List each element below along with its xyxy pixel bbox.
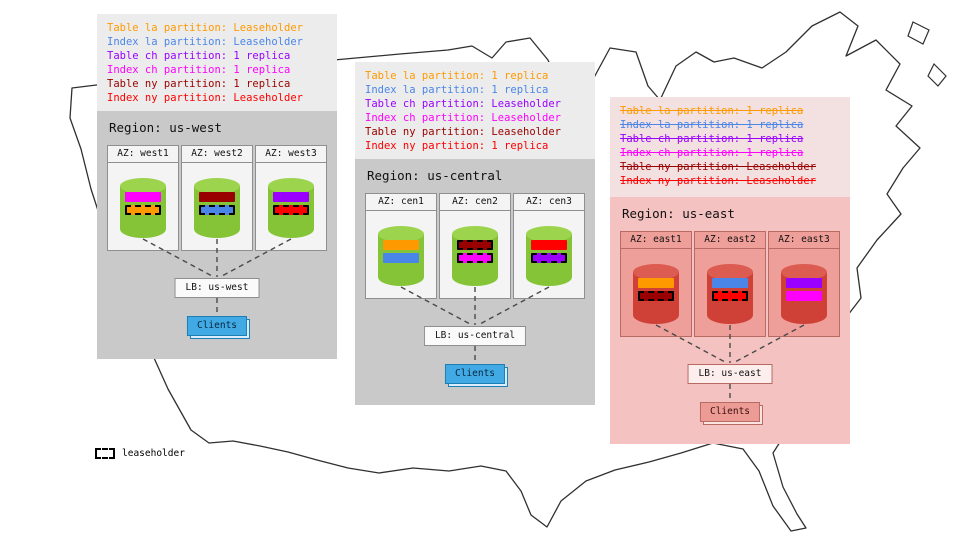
connector-dashed-lines [400,286,550,364]
az-label: AZ: west3 [256,146,326,163]
az-label: AZ: west2 [182,146,252,163]
region-box-us-east: Region: us-east AZ: east1 AZ: east2 AZ: … [610,197,850,444]
az-label: AZ: west1 [108,146,178,163]
partition-replica-bar [457,239,493,250]
partition-replica-bar [273,191,309,202]
database-cylinder-icon [707,263,753,324]
annotation-line: Index ch partition: Leaseholder [365,112,561,124]
az-box: AZ: cen3 [513,193,585,299]
database-cylinder-icon [526,225,572,286]
database-cylinder-icon [194,177,240,238]
partition-replica-bar [383,252,419,263]
database-cylinder-icon [452,225,498,286]
az-box: AZ: cen1 [365,193,437,299]
annotation-line: Index ny partition: 1 replica [365,140,549,152]
load-balancer-box: LB: us-central [423,326,527,346]
az-box: AZ: east1 [620,231,692,337]
annotation-line: Table ny partition: 1 replica [107,78,291,90]
annotation-line: Table ny partition: Leaseholder [620,161,816,173]
az-box: AZ: west1 [107,145,179,251]
az-label: AZ: east3 [769,232,839,249]
region-title: Region: us-west [109,120,222,135]
annotation-line: Index ch partition: 1 replica [107,64,291,76]
az-box: AZ: west2 [181,145,253,251]
partition-replica-bar [273,204,309,215]
az-row: AZ: cen1 AZ: cen2 AZ: cen3 [365,193,585,299]
partition-replica-bar [712,290,748,301]
clients-box: Clients [444,364,506,384]
partition-replica-bar [712,277,748,288]
annotation-line: Index la partition: Leaseholder [107,36,303,48]
partition-replica-bar [638,277,674,288]
partition-replica-bar [457,252,493,263]
clients-box: Clients [186,316,248,336]
partition-replica-bar [531,239,567,250]
partition-replica-bar [638,290,674,301]
database-cylinder-icon [378,225,424,286]
connector-dashed-lines [142,238,292,316]
partition-replica-bar [125,204,161,215]
partition-annotation-us-east: Table la partition: 1 replica Index la p… [610,97,850,197]
az-row: AZ: west1 AZ: west2 AZ: west3 [107,145,327,251]
database-cylinder-icon [120,177,166,238]
database-cylinder-icon [268,177,314,238]
annotation-line: Table ch partition: 1 replica [107,50,291,62]
annotation-line: Table ny partition: Leaseholder [365,126,561,138]
leaseholder-swatch-icon [95,448,115,459]
partition-replica-bar [199,191,235,202]
load-balancer-box: LB: us-east [687,364,773,384]
annotation-line: Table la partition: 1 replica [365,70,549,82]
az-box: AZ: west3 [255,145,327,251]
database-cylinder-icon [781,263,827,324]
annotation-line: Index la partition: 1 replica [620,119,804,131]
database-cylinder-icon [633,263,679,324]
annotation-line: Index la partition: 1 replica [365,84,549,96]
az-box: AZ: east2 [694,231,766,337]
partition-replica-bar [786,277,822,288]
annotation-line: Table ch partition: Leaseholder [365,98,561,110]
partition-annotation-us-central: Table la partition: 1 replica Index la p… [355,62,595,159]
annotation-line: Index ch partition: 1 replica [620,147,804,159]
annotation-line: Table la partition: Leaseholder [107,22,303,34]
partition-annotation-us-west: Table la partition: Leaseholder Index la… [97,14,337,111]
region-box-us-central: Region: us-central AZ: cen1 AZ: cen2 AZ:… [355,159,595,405]
az-label: AZ: east2 [695,232,765,249]
annotation-line: Table la partition: 1 replica [620,105,804,117]
az-box: AZ: cen2 [439,193,511,299]
load-balancer-box: LB: us-west [174,278,260,298]
annotation-line: Index ny partition: Leaseholder [620,175,816,187]
clients-box: Clients [699,402,761,422]
region-title: Region: us-east [622,206,735,221]
az-box: AZ: east3 [768,231,840,337]
region-title: Region: us-central [367,168,503,183]
partition-replica-bar [383,239,419,250]
az-label: AZ: cen2 [440,194,510,211]
az-row: AZ: east1 AZ: east2 AZ: east3 [620,231,840,337]
annotation-line: Index ny partition: Leaseholder [107,92,303,104]
partition-replica-bar [199,204,235,215]
annotation-line: Table ch partition: 1 replica [620,133,804,145]
region-box-us-west: Region: us-west AZ: west1 AZ: west2 AZ: … [97,111,337,359]
legend-label: leaseholder [122,448,185,459]
az-label: AZ: cen3 [514,194,584,211]
partition-replica-bar [531,252,567,263]
connector-dashed-lines [655,324,805,402]
az-label: AZ: east1 [621,232,691,249]
partition-replica-bar [125,191,161,202]
az-label: AZ: cen1 [366,194,436,211]
partition-replica-bar [786,290,822,301]
legend: leaseholder [95,448,185,459]
